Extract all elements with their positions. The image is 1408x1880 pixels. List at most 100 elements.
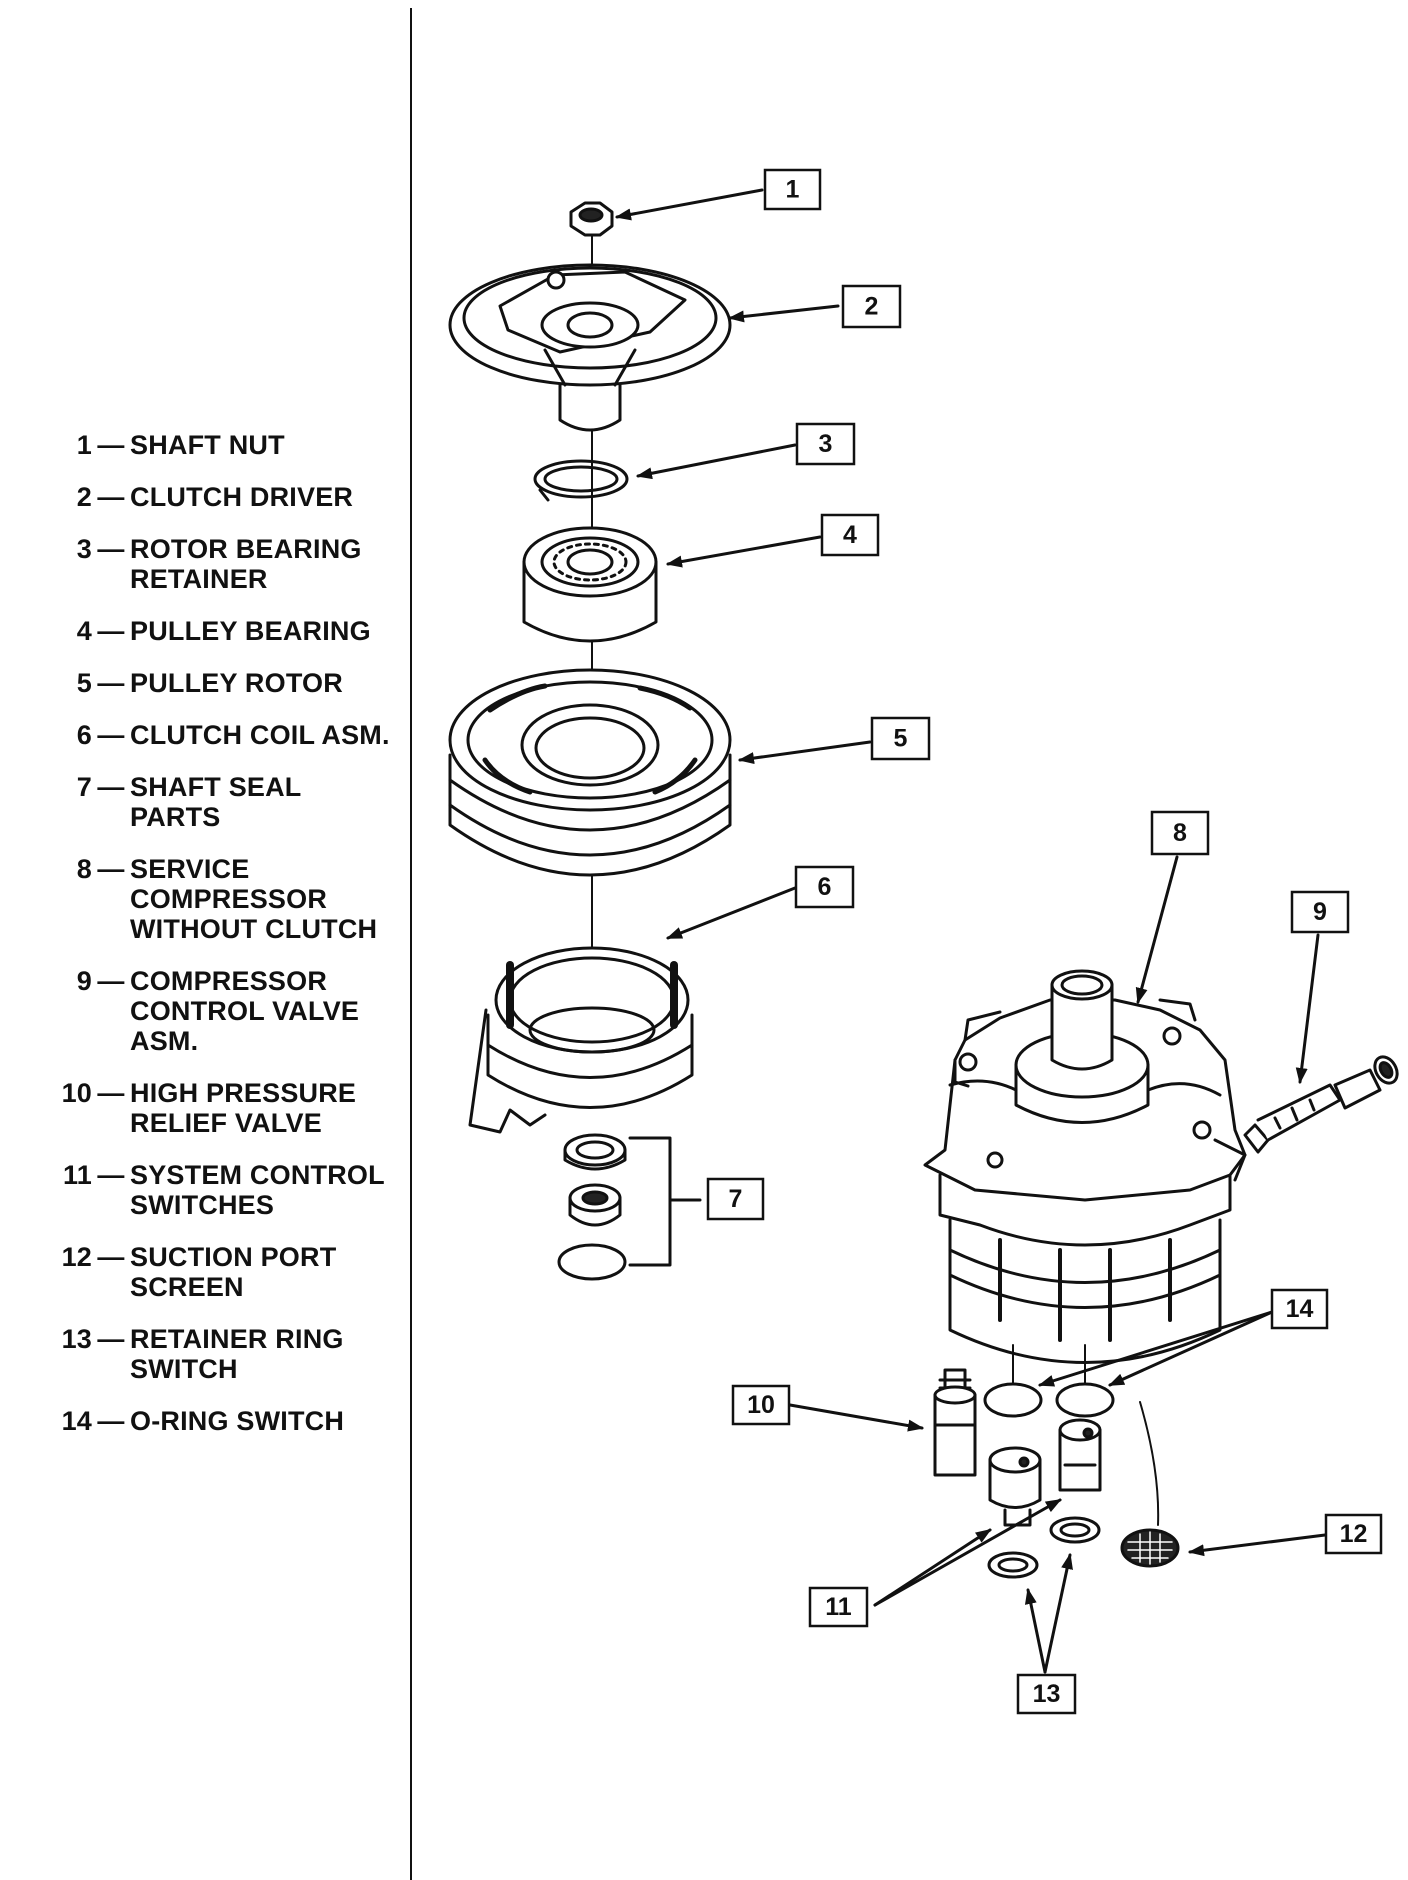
callout-number: 5 <box>894 725 908 753</box>
legend-item: 13—RETAINER RING SWITCH <box>14 1324 394 1384</box>
legend-label: O-RING SWITCH <box>130 1406 345 1436</box>
callout-5: 5 <box>870 716 931 761</box>
callout-number: 7 <box>729 1185 743 1213</box>
legend-label: HIGH PRESSURE RELIEF VALVE <box>130 1078 357 1138</box>
legend-item: 2—CLUTCH DRIVER <box>14 482 394 512</box>
legend-label: PULLEY BEARING <box>130 616 371 646</box>
callout-number: 2 <box>865 293 879 321</box>
legend-dash: — <box>97 772 125 802</box>
legend-item: 6—CLUTCH COIL ASM. <box>14 720 394 750</box>
callout-3: 3 <box>795 422 856 466</box>
legend-number: 10 <box>61 1078 92 1108</box>
legend-label: SHAFT NUT <box>130 430 285 460</box>
legend-label: ROTOR BEARING RETAINER <box>130 534 362 594</box>
legend-number: 3 <box>76 534 92 564</box>
legend-item: 12—SUCTION PORT SCREEN <box>14 1242 394 1302</box>
legend-item: 4—PULLEY BEARING <box>14 616 394 646</box>
callout-1: 1 <box>763 168 822 211</box>
callout-number: 8 <box>1173 819 1187 847</box>
legend-item: 7—SHAFT SEAL PARTS <box>14 772 394 832</box>
legend-item: 5—PULLEY ROTOR <box>14 668 394 698</box>
leader-arrow <box>1295 933 1320 1084</box>
legend-number: 7 <box>76 772 92 802</box>
callout-number: 3 <box>819 430 833 458</box>
legend-dash: — <box>97 966 125 996</box>
relief-valve-part <box>933 1368 977 1477</box>
legend-dash: — <box>97 1242 125 1272</box>
leader-arrow <box>738 740 872 765</box>
callout-number: 9 <box>1313 898 1327 926</box>
retainer-ring-switch-parts <box>987 1516 1101 1579</box>
callout-4: 4 <box>820 513 880 557</box>
legend-label: SYSTEM CONTROL SWITCHES <box>130 1160 385 1220</box>
legend-label: COMPRESSOR CONTROL VALVE ASM. <box>130 966 360 1056</box>
callout-number: 10 <box>747 1391 775 1419</box>
column-divider <box>410 8 412 1880</box>
pulley-bearing-part <box>522 526 658 643</box>
callout-number: 4 <box>843 521 857 549</box>
legend-dash: — <box>97 668 125 698</box>
callout-9: 9 <box>1290 890 1350 934</box>
legend-dash: — <box>97 1160 125 1190</box>
leader-arrows <box>615 188 1327 1674</box>
legend-label: SHAFT SEAL PARTS <box>130 772 302 832</box>
control-valve-part <box>1243 1055 1399 1154</box>
leader-arrow <box>873 1498 1062 1607</box>
leader-arrow <box>1108 1310 1274 1387</box>
legend-dash: — <box>97 616 125 646</box>
legend-number: 4 <box>76 616 92 646</box>
legend-number: 5 <box>76 668 92 698</box>
legend-item: 3—ROTOR BEARING RETAINER <box>14 534 394 594</box>
legend-dash: — <box>97 1324 125 1354</box>
callout-number: 11 <box>825 1593 852 1621</box>
legend-item: 11—SYSTEM CONTROL SWITCHES <box>14 1160 394 1220</box>
legend-item: 8—SERVICE COMPRESSOR WITHOUT CLUTCH <box>14 854 394 944</box>
legend-dash: — <box>97 534 125 564</box>
legend-number: 1 <box>76 430 92 460</box>
parts-legend: 1—SHAFT NUT 2—CLUTCH DRIVER 3—ROTOR BEAR… <box>14 430 394 1458</box>
legend-number: 6 <box>76 720 92 750</box>
legend-number: 2 <box>76 482 92 512</box>
legend-label: RETAINER RING SWITCH <box>130 1324 344 1384</box>
callout-11: 11 <box>808 1586 869 1628</box>
legend-number: 13 <box>61 1324 92 1354</box>
leader-arrow <box>728 304 840 323</box>
callout-number: 12 <box>1340 1520 1368 1548</box>
legend-label: SERVICE COMPRESSOR WITHOUT CLUTCH <box>130 854 378 944</box>
leader-arrow <box>666 886 797 940</box>
legend-label: SUCTION PORT SCREEN <box>130 1242 337 1302</box>
legend-dash: — <box>97 720 125 750</box>
legend-number: 14 <box>61 1406 92 1436</box>
leader-arrow <box>1043 1553 1073 1674</box>
clutch-driver-part <box>448 263 732 432</box>
legend-dash: — <box>97 1406 125 1436</box>
compressor-body-part <box>923 969 1247 1364</box>
rotor-bearing-retainer-part <box>533 459 629 502</box>
legend-number: 8 <box>76 854 92 884</box>
callout-number: 6 <box>818 873 832 901</box>
legend-item: 9—COMPRESSOR CONTROL VALVE ASM. <box>14 966 394 1056</box>
callout-7: 7 <box>706 1177 765 1221</box>
leader-arrow <box>1038 1310 1274 1387</box>
leader-arrow <box>636 443 797 480</box>
leader-arrow <box>1024 1588 1047 1674</box>
legend-number: 12 <box>61 1242 92 1272</box>
legend-item: 1—SHAFT NUT <box>14 430 394 460</box>
clutch-coil-part <box>468 946 694 1134</box>
leader-arrow <box>788 1403 924 1432</box>
callout-number: 14 <box>1286 1295 1314 1323</box>
shaft-nut-part <box>569 201 614 237</box>
legend-item: 10—HIGH PRESSURE RELIEF VALVE <box>14 1078 394 1138</box>
callout-number: 13 <box>1033 1680 1061 1708</box>
callout-6: 6 <box>794 865 855 909</box>
legend-dash: — <box>97 854 125 884</box>
callout-12: 12 <box>1324 1513 1383 1555</box>
shaft-seal-parts <box>557 1133 702 1281</box>
legend-label: PULLEY ROTOR <box>130 668 343 698</box>
legend-number: 9 <box>76 966 92 996</box>
callout-8: 8 <box>1150 810 1210 856</box>
suction-port-screen-part <box>1120 1401 1180 1568</box>
leader-arrow <box>1188 1533 1327 1557</box>
